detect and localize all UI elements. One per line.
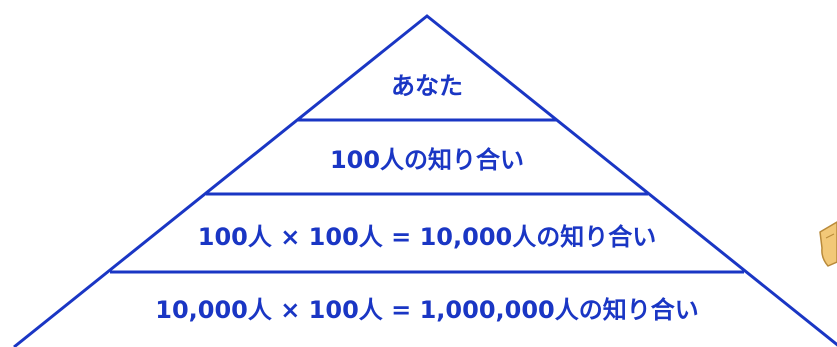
tier-label-acquaintances-10000: 100人 × 100人 = 10,000人の知り合い [198, 223, 656, 251]
tier-label-acquaintances-100: 100人の知り合い [330, 146, 524, 174]
hand-fragment-icon [819, 221, 837, 267]
pyramid-outline [13, 14, 837, 347]
tier-label-you: あなた [391, 72, 463, 100]
tier-label-acquaintances-1000000: 10,000人 × 100人 = 1,000,000人の知り合い [155, 296, 698, 324]
